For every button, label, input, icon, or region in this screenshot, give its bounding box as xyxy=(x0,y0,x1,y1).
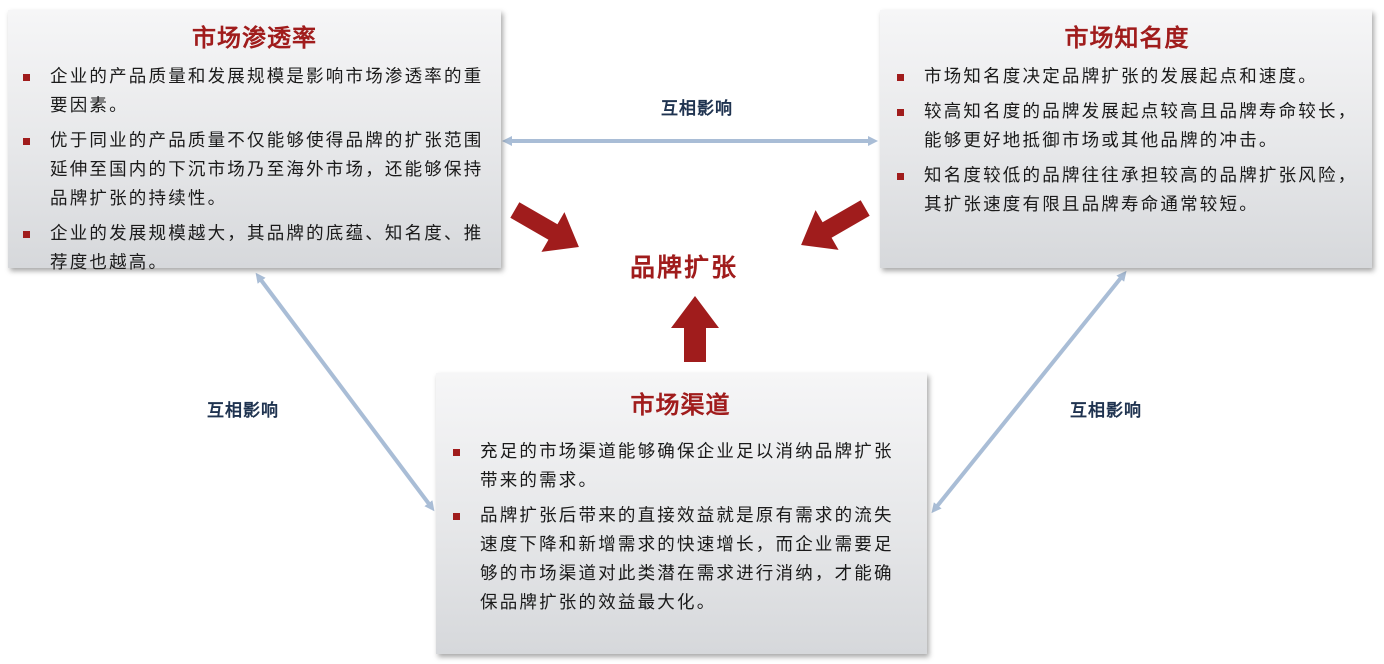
relation-label-right: 互相影响 xyxy=(1070,401,1142,421)
box-title-market-awareness: 市场知名度 xyxy=(1064,23,1190,52)
square-bullet-icon xyxy=(23,74,30,81)
box-title-market-penetration: 市场渗透率 xyxy=(192,23,317,52)
bullet-item: 市场知名度决定品牌扩张的发展起点和速度。 xyxy=(892,63,1362,92)
arrow-left-to-center xyxy=(510,202,579,252)
relation-label-top: 互相影响 xyxy=(661,99,733,119)
center-label-brand-expansion: 品牌扩张 xyxy=(630,253,739,282)
square-bullet-icon xyxy=(23,138,30,145)
arrow-bottom-to-center xyxy=(671,296,719,362)
bullet-text: 知名度较低的品牌往往承担较高的品牌扩张风险，其扩张速度有限且品牌寿命通常较短。 xyxy=(924,166,1358,215)
square-bullet-icon xyxy=(897,74,904,81)
bullet-item: 企业的产品质量和发展规模是影响市场渗透率的重要因素。 xyxy=(18,63,491,121)
bullet-text: 市场知名度决定品牌扩张的发展起点和速度。 xyxy=(924,67,1318,87)
bullet-text: 企业的发展规模越大，其品牌的底蕴、知名度、推荐度也越高。 xyxy=(50,224,484,273)
bullet-item: 优于同业的产品质量不仅能够使得品牌的扩张范围延伸至国内的下沉市场乃至海外市场，还… xyxy=(18,127,491,214)
square-bullet-icon xyxy=(453,513,460,520)
bullet-text: 企业的产品质量和发展规模是影响市场渗透率的重要因素。 xyxy=(50,67,484,116)
square-bullet-icon xyxy=(897,173,904,180)
box-market-awareness: 市场知名度 市场知名度决定品牌扩张的发展起点和速度。 较高知名度的品牌发展起点较… xyxy=(880,10,1372,268)
box-market-channel: 市场渠道 充足的市场渠道能够确保企业足以消纳品牌扩张带来的需求。 品牌扩张后带来… xyxy=(436,373,927,654)
bullet-item: 知名度较低的品牌往往承担较高的品牌扩张风险，其扩张速度有限且品牌寿命通常较短。 xyxy=(892,162,1362,220)
bullet-list-market-awareness: 市场知名度决定品牌扩张的发展起点和速度。 较高知名度的品牌发展起点较高且品牌寿命… xyxy=(892,63,1362,220)
square-bullet-icon xyxy=(23,231,30,238)
bullet-item: 企业的发展规模越大，其品牌的底蕴、知名度、推荐度也越高。 xyxy=(18,220,491,278)
square-bullet-icon xyxy=(453,449,460,456)
bullet-list-market-penetration: 企业的产品质量和发展规模是影响市场渗透率的重要因素。 优于同业的产品质量不仅能够… xyxy=(18,63,491,278)
bullet-item: 品牌扩张后带来的直接效益就是原有需求的流失速度下降和新增需求的快速增长，而企业需… xyxy=(448,502,913,618)
bullet-text: 优于同业的产品质量不仅能够使得品牌的扩张范围延伸至国内的下沉市场乃至海外市场，还… xyxy=(50,131,484,209)
box-title-market-channel: 市场渠道 xyxy=(630,390,731,419)
bullet-item: 较高知名度的品牌发展起点较高且品牌寿命较长，能够更好地抵御市场或其他品牌的冲击。 xyxy=(892,98,1362,156)
square-bullet-icon xyxy=(897,109,904,116)
bullet-text: 较高知名度的品牌发展起点较高且品牌寿命较长，能够更好地抵御市场或其他品牌的冲击。 xyxy=(924,102,1358,151)
bullet-text: 品牌扩张后带来的直接效益就是原有需求的流失速度下降和新增需求的快速增长，而企业需… xyxy=(480,506,894,613)
bullet-text: 充足的市场渠道能够确保企业足以消纳品牌扩张带来的需求。 xyxy=(480,442,894,491)
arrow-right-to-center xyxy=(801,200,870,250)
connector-right xyxy=(931,270,1127,514)
bullet-list-market-channel: 充足的市场渠道能够确保企业足以消纳品牌扩张带来的需求。 品牌扩张后带来的直接效益… xyxy=(448,438,913,618)
box-market-penetration: 市场渗透率 企业的产品质量和发展规模是影响市场渗透率的重要因素。 优于同业的产品… xyxy=(8,10,501,273)
connector-left xyxy=(255,272,435,512)
bullet-item: 充足的市场渠道能够确保企业足以消纳品牌扩张带来的需求。 xyxy=(448,438,913,496)
relation-label-left: 互相影响 xyxy=(207,401,279,421)
